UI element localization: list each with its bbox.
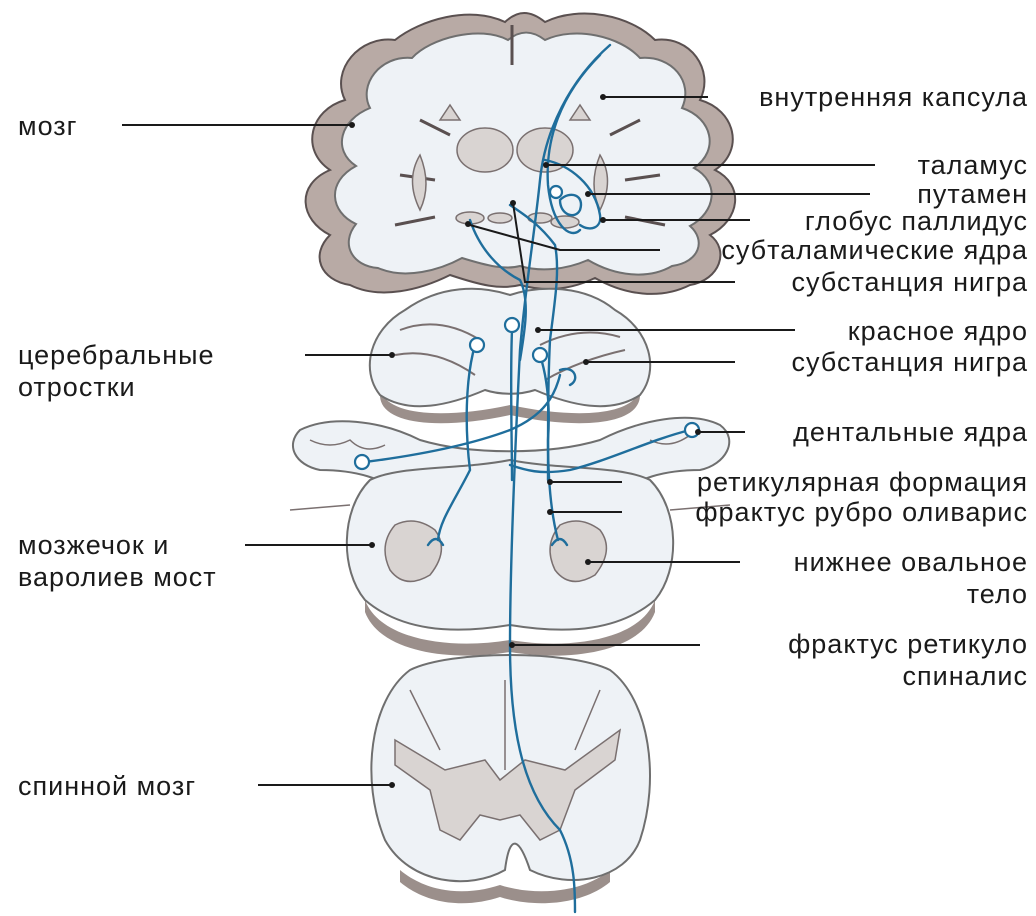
label-subthalamic-nuclei: субталамические ядра [721, 235, 1028, 265]
label-inferior-olive-line1: нижнее овальное [794, 547, 1028, 577]
label-reticular-formation: ретикулярная формация [697, 467, 1028, 497]
label-substantia-nigra-2: субстанция нигра [792, 347, 1029, 377]
label-cerebral-peduncles-line1: церебральные [18, 340, 215, 370]
label-thalamus: таламус [918, 150, 1028, 180]
label-cerebral-peduncles-line2: отростки [18, 372, 136, 402]
label-reticulospinal-tract-line2: спиналис [903, 661, 1028, 691]
label-putamen: путамен [917, 179, 1028, 209]
label-brain: мозг [18, 111, 78, 141]
label-internal-capsule: внутренняя капсула [759, 82, 1028, 112]
label-spinal-cord: спинной мозг [18, 771, 196, 801]
label-inferior-olive-line2: тело [967, 579, 1028, 609]
label-rubro-olivary-tract: фрактус рубро оливарис [695, 497, 1028, 527]
midbrain-section [370, 289, 650, 423]
label-cerebellum-pons-line2: варолиев мост [18, 562, 217, 592]
label-red-nucleus: красное ядро [848, 316, 1028, 346]
labels-left: мозг церебральные отростки мозжечок и ва… [18, 111, 217, 801]
label-dentate-nuclei: дентальные ядра [793, 417, 1028, 447]
label-reticulospinal-tract-line1: фрактус ретикуло [788, 629, 1028, 659]
label-cerebellum-pons-line1: мозжечок и [18, 530, 169, 560]
label-substantia-nigra-1: субстанция нигра [792, 267, 1029, 297]
labels-right: внутренняя капсула таламус путамен глобу… [695, 82, 1028, 691]
label-globus-pallidus: глобус паллидус [805, 206, 1028, 236]
